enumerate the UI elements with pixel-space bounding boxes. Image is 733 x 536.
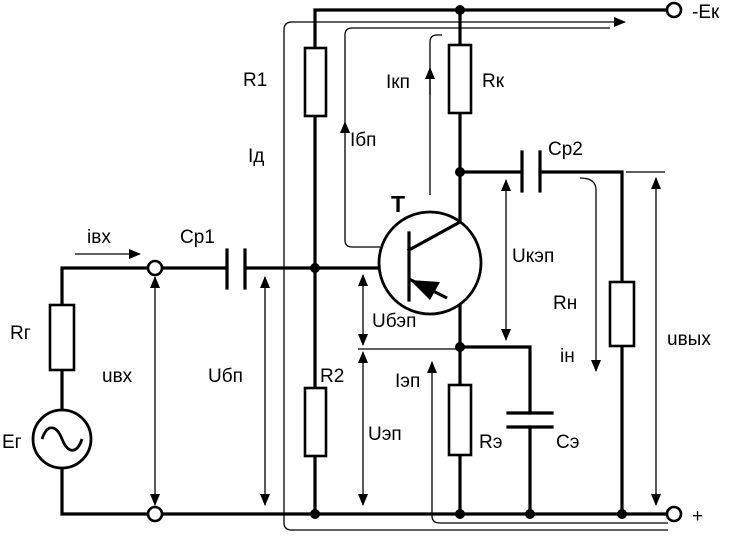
transistor-symbol — [377, 210, 483, 316]
label-ivx: iвх — [87, 227, 111, 248]
terminals — [146, 1, 683, 523]
label-uvyh: uвых — [667, 329, 711, 350]
resistor-r2 — [303, 386, 328, 458]
label-r2: R2 — [320, 366, 344, 387]
junction-nodes — [310, 5, 627, 519]
label-r1: R1 — [243, 70, 267, 91]
label-ce: Сэ — [556, 432, 579, 453]
capacitor-ce — [506, 411, 554, 429]
label-rh: Rн — [553, 293, 577, 314]
label-cp2: Ср2 — [548, 139, 583, 160]
labels: -Ек + R1 Rк Iд Iкп Iбп Т Ср2 iвх Ср1 Uкэ… — [2, 2, 720, 527]
resistor-rk — [447, 43, 473, 115]
label-ih: iн — [560, 346, 575, 367]
label-ubp: Uбп — [208, 366, 243, 387]
label-eg: Ег — [2, 432, 22, 453]
resistor-re — [447, 383, 473, 457]
label-ukep: Uкэп — [512, 246, 554, 267]
label-id: Iд — [248, 146, 264, 167]
capacitor-cp2 — [520, 150, 542, 193]
label-rk: Rк — [482, 71, 505, 92]
label-transistor: Т — [391, 191, 405, 217]
resistor-rg — [48, 303, 76, 372]
label-rg: Rг — [10, 323, 31, 344]
resistor-r1 — [303, 46, 328, 118]
current-arrows — [75, 17, 668, 531]
capacitor-cp1 — [225, 248, 247, 290]
label-uvx: uвх — [102, 366, 133, 387]
label-re: Rэ — [479, 432, 502, 453]
generator-eg — [31, 408, 93, 470]
voltage-arrows — [150, 171, 665, 506]
label-ek: -Ек — [692, 2, 720, 23]
label-iep: Iэп — [395, 371, 420, 392]
label-ibp: Iбп — [350, 130, 376, 151]
wires — [60, 8, 670, 516]
current-id-arrow — [283, 17, 626, 116]
label-ikp: Iкп — [386, 72, 410, 93]
label-plus: + — [692, 506, 703, 527]
label-uep: Uэп — [368, 424, 402, 445]
current-ih-arrow — [579, 177, 601, 372]
label-cp1: Ср1 — [180, 227, 215, 248]
resistor-rh — [608, 280, 636, 348]
label-ubep: Uбэп — [372, 311, 416, 332]
